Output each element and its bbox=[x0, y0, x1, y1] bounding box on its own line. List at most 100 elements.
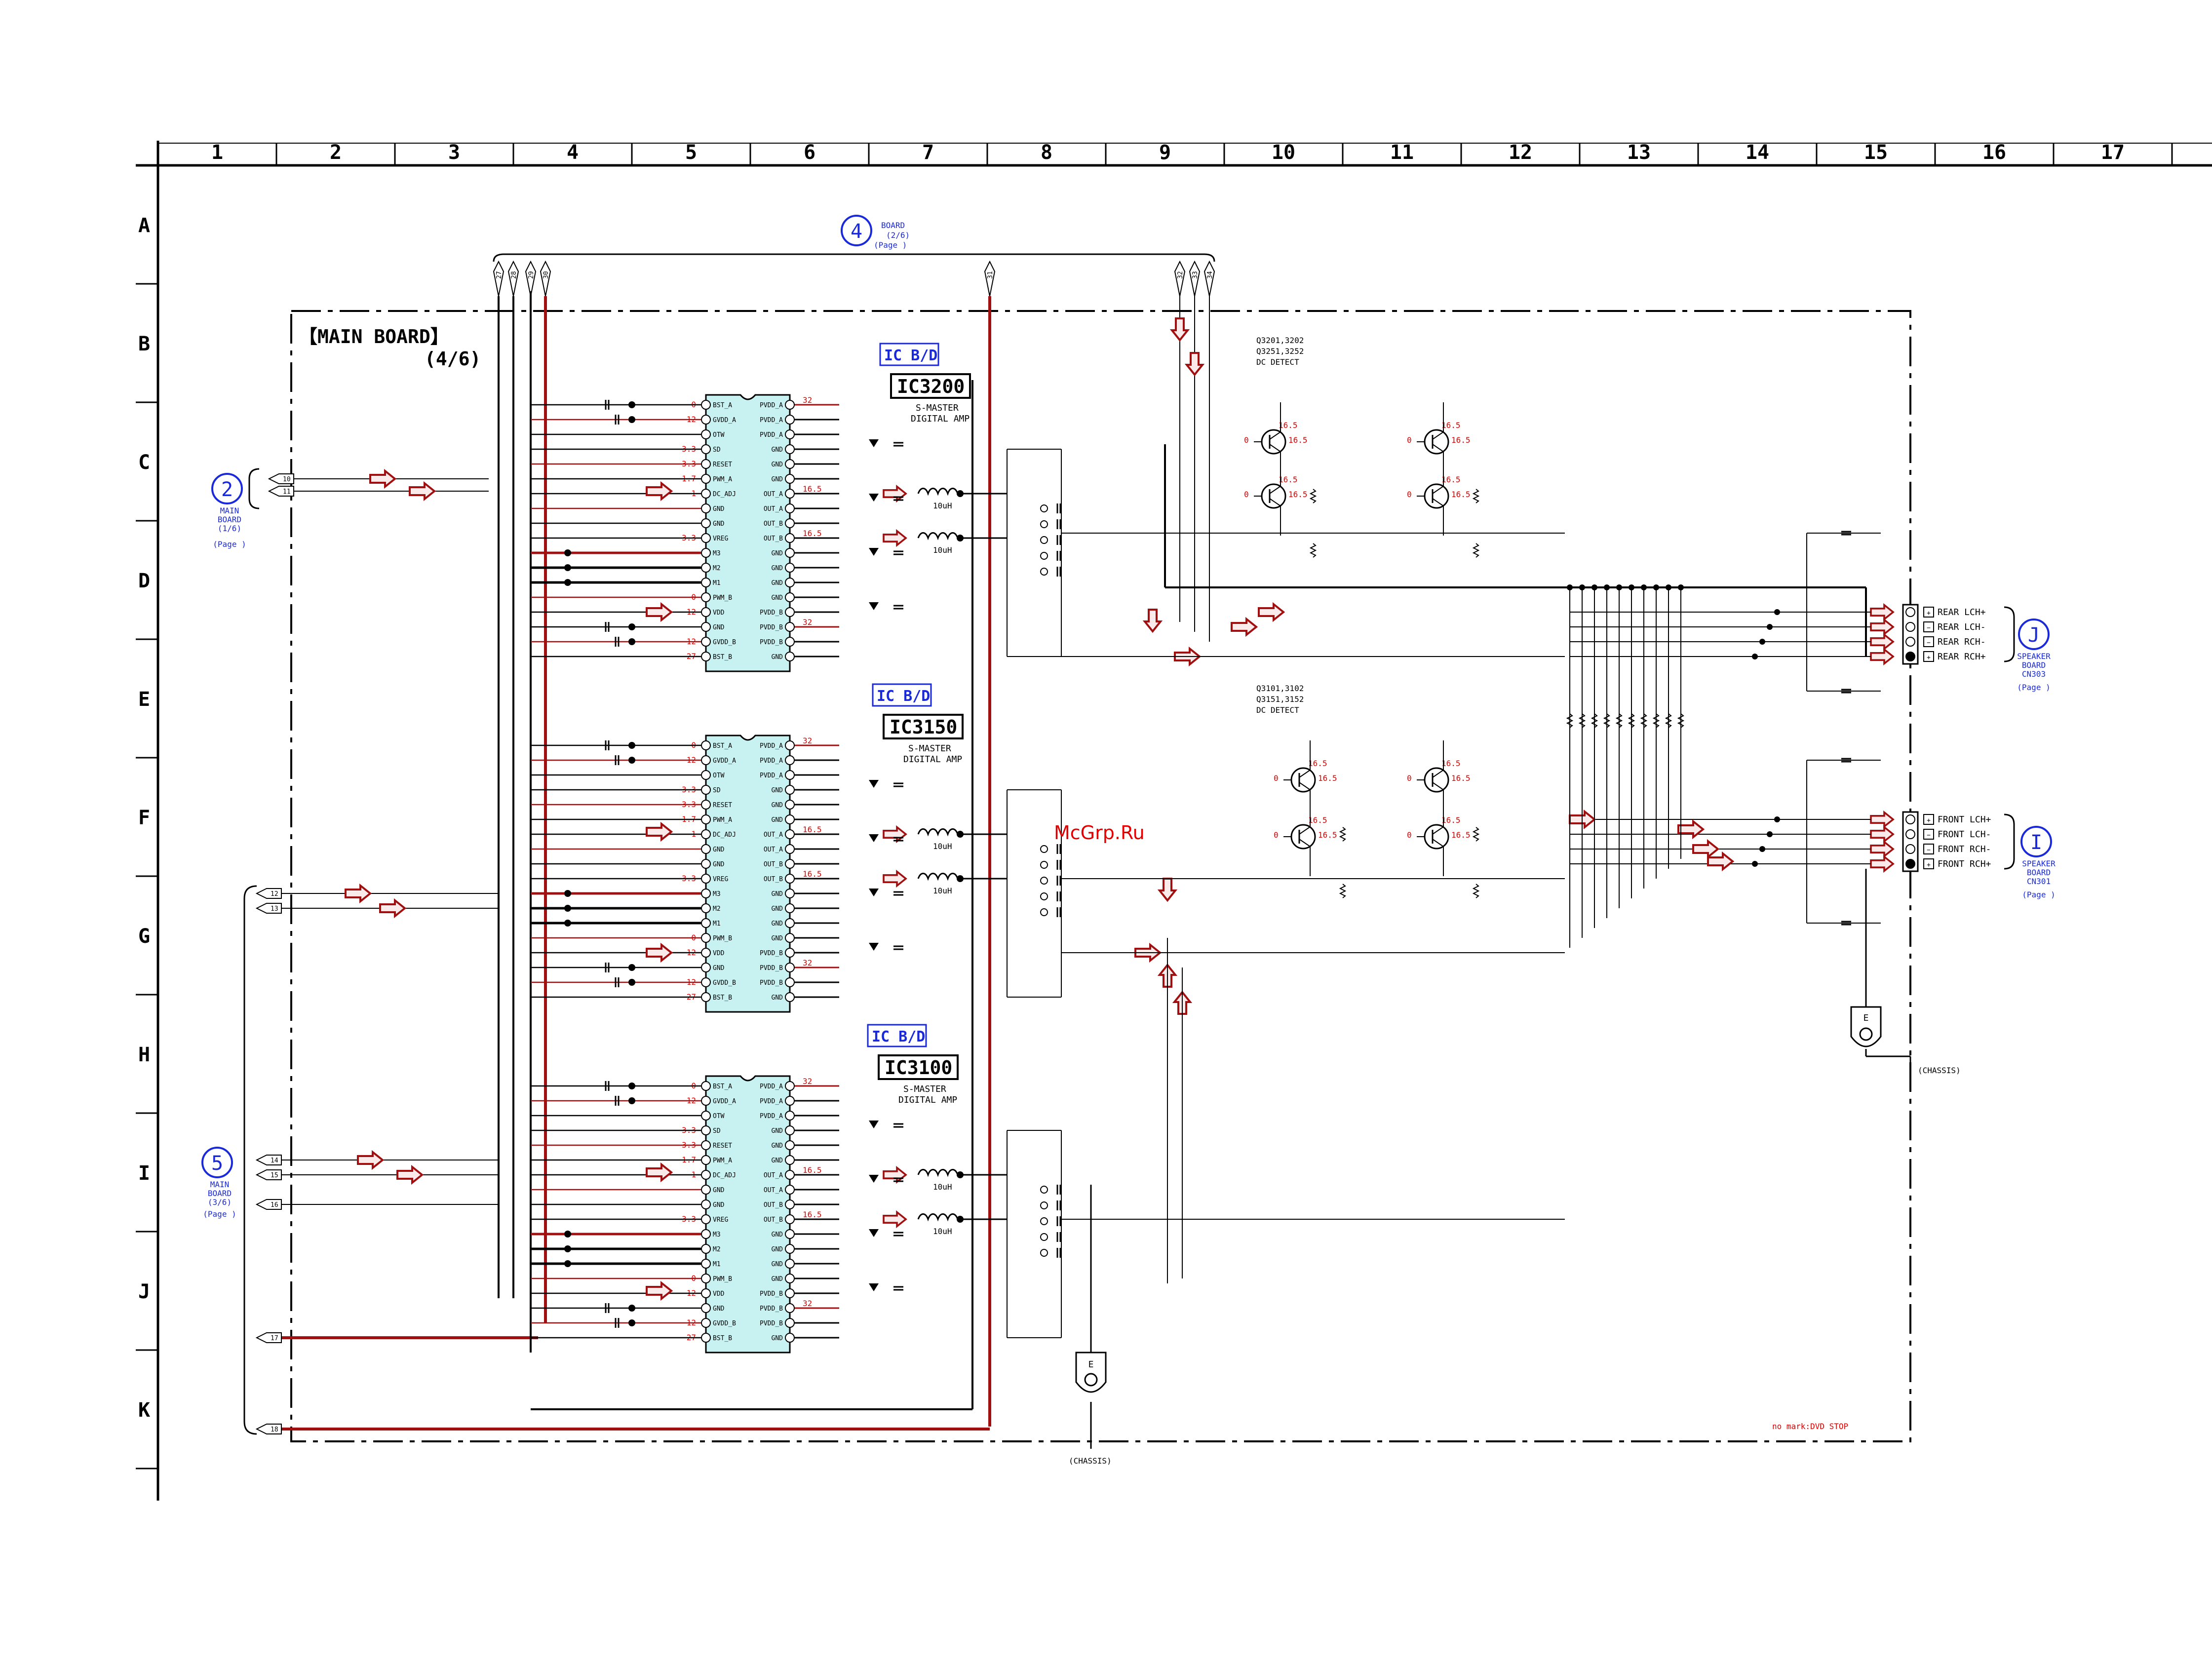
junction bbox=[957, 490, 964, 497]
junction bbox=[957, 1171, 964, 1178]
inductor bbox=[917, 488, 959, 496]
inductor bbox=[917, 532, 959, 541]
junction bbox=[564, 549, 571, 556]
speaker-terminal bbox=[1905, 814, 1915, 824]
ic-pin-label: PWM_A bbox=[713, 1157, 732, 1164]
junction bbox=[957, 875, 964, 882]
terminal-polarity: − bbox=[1927, 847, 1931, 854]
diode bbox=[869, 889, 879, 896]
diode bbox=[869, 439, 879, 447]
junction bbox=[1767, 831, 1773, 837]
ic-pin-right bbox=[785, 1199, 795, 1209]
transistor-group-name: Q3101,3102 bbox=[1256, 684, 1304, 693]
ic-pin-label: PWM_B bbox=[713, 594, 732, 602]
watermark: McGrp.Ru bbox=[1054, 822, 1145, 844]
diode bbox=[869, 780, 879, 788]
speaker-channel-label: FRONT RCH- bbox=[1938, 844, 1991, 854]
junction bbox=[564, 905, 571, 912]
inductor bbox=[917, 873, 959, 881]
ic-pin-label: GND bbox=[713, 1305, 725, 1313]
ic-pin-right bbox=[785, 622, 795, 632]
ic-pin-label: PWM_B bbox=[713, 1276, 732, 1283]
ic-pin-left bbox=[701, 415, 711, 425]
transistor-lead bbox=[1299, 782, 1311, 790]
ic-pin-label: GND bbox=[772, 461, 783, 468]
grid-column-label: 11 bbox=[1390, 141, 1414, 164]
signal-arrow bbox=[369, 470, 396, 488]
grid-row-label: E bbox=[138, 688, 150, 711]
grid-column-label: 9 bbox=[1159, 141, 1171, 164]
ic-pin-label: VREG bbox=[713, 535, 728, 542]
ic-pin-left bbox=[701, 903, 711, 913]
transistor-group-name: Q3251,3252 bbox=[1256, 347, 1304, 356]
terminal-box bbox=[1923, 621, 1934, 632]
svg-text:(Page ): (Page ) bbox=[874, 240, 907, 250]
capacitor bbox=[1056, 518, 1061, 530]
signal-arrow bbox=[1870, 841, 1894, 857]
test-point bbox=[1040, 1186, 1048, 1194]
ic-pin-right bbox=[785, 933, 795, 943]
connector-pin bbox=[984, 260, 996, 297]
ic-pin-label: OUT_A bbox=[764, 831, 783, 839]
ic-pin-label: PVDD_B bbox=[760, 979, 783, 987]
ic-pin-right bbox=[785, 489, 795, 499]
transistor-lead bbox=[1269, 444, 1281, 452]
transistor-lead bbox=[1299, 826, 1311, 835]
speaker-channel-label: REAR RCH- bbox=[1938, 637, 1986, 647]
ic-pin-label: OUT_B bbox=[764, 861, 783, 868]
inductor bbox=[917, 1213, 959, 1222]
ic-pin-left bbox=[701, 1199, 711, 1209]
ic-pin-label: GND bbox=[772, 550, 783, 557]
capacitor bbox=[1056, 859, 1061, 871]
ic-name: IC3100 bbox=[885, 1057, 952, 1079]
voltage-label: 0 bbox=[1274, 773, 1279, 783]
voltage-label: 16.5 bbox=[1441, 815, 1461, 825]
voltage-label: 16.5 bbox=[1441, 421, 1461, 430]
junction bbox=[1604, 584, 1610, 590]
ic-pin-label: DC_ADJ bbox=[713, 1172, 736, 1179]
svg-text:CN301: CN301 bbox=[2027, 877, 2051, 886]
junction bbox=[628, 742, 635, 749]
terminal-box bbox=[1923, 651, 1934, 662]
inductor-label: 10uH bbox=[933, 1182, 952, 1192]
ic-pin-label: PWM_A bbox=[713, 476, 732, 483]
ic-desc: DIGITAL AMP bbox=[911, 414, 970, 424]
ic-name-box bbox=[883, 714, 964, 739]
ic-pin-label: PWM_B bbox=[713, 935, 732, 942]
ic-pin-right bbox=[785, 1170, 795, 1180]
connector-pin-label: 18 bbox=[271, 1426, 278, 1433]
junction bbox=[628, 979, 635, 986]
ic-pin-label: GND bbox=[772, 1231, 783, 1238]
svg-text:BOARD: BOARD bbox=[2027, 868, 2051, 877]
ic-desc: S-MASTER bbox=[908, 743, 951, 754]
ic-pin-label: OUT_A bbox=[764, 1187, 783, 1194]
ic-tag: IC B/D bbox=[884, 347, 937, 364]
diode bbox=[869, 494, 879, 502]
junction bbox=[628, 1305, 635, 1312]
signal-arrow bbox=[1870, 648, 1894, 665]
ic-pin-label: PVDD_B bbox=[760, 1290, 783, 1298]
signal-arrow bbox=[646, 944, 672, 962]
junction bbox=[1653, 584, 1659, 590]
ic-pin-right bbox=[785, 740, 795, 750]
connector-pin-label: 29 bbox=[528, 271, 535, 279]
voltage-label: 0 bbox=[1407, 830, 1412, 840]
signal-arrow bbox=[646, 1163, 672, 1181]
capacitor bbox=[1056, 503, 1061, 514]
signal-arrow bbox=[646, 1282, 672, 1300]
ic-pin-label: OUT_B bbox=[764, 1201, 783, 1209]
ic-pin-label: M1 bbox=[713, 920, 721, 928]
ic-pin-left bbox=[701, 829, 711, 839]
transistor bbox=[1424, 767, 1449, 793]
ground-chassis-right: E (CHASSIS) bbox=[1850, 869, 1961, 1075]
voltage-label: 16.5 bbox=[1288, 435, 1308, 445]
transistor bbox=[1290, 767, 1316, 793]
resistor bbox=[1473, 884, 1479, 898]
transistor-lead bbox=[1432, 826, 1444, 835]
ic-pin-right bbox=[785, 963, 795, 972]
voltage-label: 16.5 bbox=[1318, 830, 1337, 840]
grid-column-label: 15 bbox=[1864, 141, 1888, 164]
ic-pin-left bbox=[701, 992, 711, 1002]
